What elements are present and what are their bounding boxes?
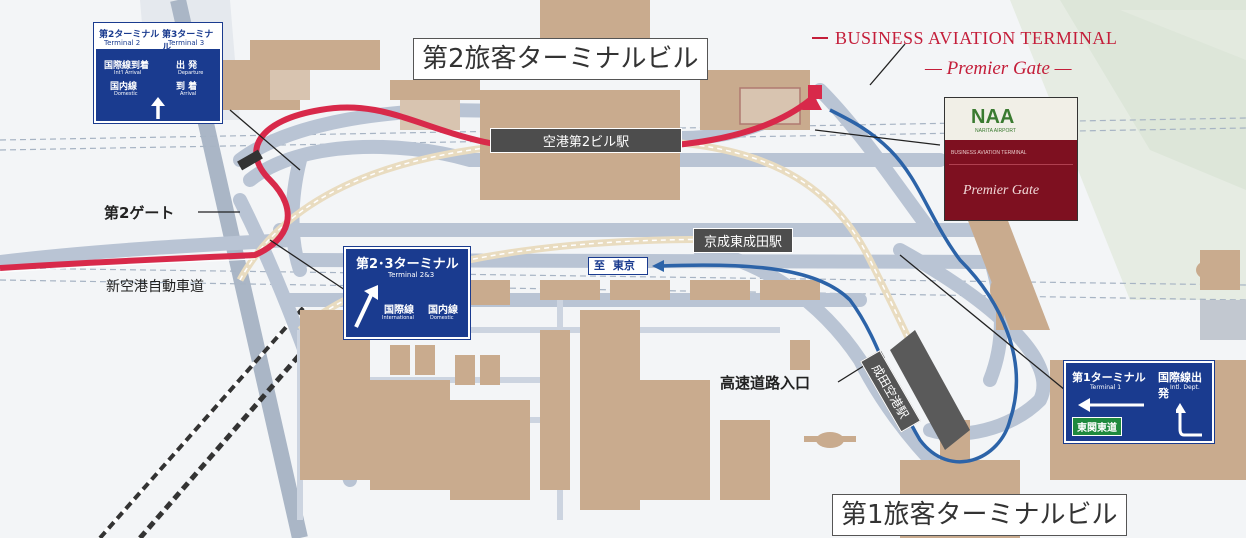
sign-t3-jp: 第3ターミナル (162, 30, 214, 53)
sign-t1: 第1ターミナル Terminal 1 国際線出発 Intl. Dept. 東関東… (1064, 361, 1214, 443)
t1-station-strip (890, 330, 970, 450)
sign-t1-intl-dept-en: Intl. Dept. (1170, 384, 1200, 391)
sign-tokyo-prefix: 至 (594, 259, 605, 272)
expressway-label: 新空港自動車道 (106, 279, 204, 295)
sign-intl-arrival-en: Int'l Arrival (114, 70, 142, 76)
arrow-left-icon (1078, 398, 1144, 412)
sign-t23-dom-jp: 国内線 (428, 305, 458, 316)
naa-logo: NAA (971, 106, 1015, 128)
arrow-curve-icon (1176, 403, 1202, 437)
sign-tokyo-dest: 東京 (612, 259, 635, 272)
terminal2-label: 第2旅客ターミナルビル (413, 38, 708, 80)
premier-gate-photo: NAA NARITA AIRPORT BUSINESS AVIATION TER… (944, 97, 1078, 221)
leader-lines (198, 43, 1066, 391)
sign-t23-intl-jp: 国際線 (384, 305, 414, 316)
sign-arrival-en: Arrival (180, 91, 197, 97)
sign-t2-jp: 第2ターミナル (99, 30, 160, 40)
sign-t1-intl-dept-jp: 国際線出発 (1158, 371, 1202, 400)
sign-t23-title-jp: 第2･3ターミナル (356, 257, 459, 272)
sign-t23-dom-en: Domestic (430, 315, 454, 321)
terminal1-label: 第1旅客ターミナルビル (832, 494, 1127, 536)
photo-script-text: Premier Gate (963, 183, 1040, 198)
sign-to-tokyo: 至 東京 (588, 257, 648, 275)
station-keisei-higashi-narita: 京成東成田駅 (693, 228, 794, 253)
sign-departure-en: Departure (178, 70, 204, 76)
sign-domestic-jp: 国内線 (110, 82, 138, 92)
arrow-up-icon (151, 97, 165, 119)
sign-t1-en: Terminal 1 (1090, 384, 1122, 391)
business-terminal-subtitle: — Premier Gate — (925, 58, 1072, 79)
business-terminal-title: BUSINESS AVIATION TERMINAL (835, 28, 1118, 48)
sign-t1-jp: 第1ターミナル (1072, 371, 1146, 384)
sign-t3-en: Terminal 3 (168, 39, 205, 47)
business-title-dash (812, 37, 828, 39)
route-badge-higashi-kanto: 東関東道 (1072, 417, 1122, 436)
sign-intl-arrival-jp: 国際線到着 (104, 61, 150, 71)
photo-band-text: BUSINESS AVIATION TERMINAL (951, 150, 1027, 156)
station-airport-t2: 空港第2ビル駅 (490, 128, 682, 153)
sign-departure-jp: 出 発 (176, 61, 198, 71)
sign-t23: 第2･3ターミナル Terminal 2&3 国際線 International… (344, 247, 470, 339)
route-blue (659, 108, 1019, 464)
naa-logo-sub: NARITA AIRPORT (975, 128, 1016, 134)
sign-t2-t3-direction: 第2ターミナル Terminal 2 第3ターミナル Terminal 3 国際… (94, 23, 222, 123)
sign-t23-title-en: Terminal 2&3 (388, 271, 435, 279)
gate2-label: 第2ゲート (104, 204, 175, 222)
sign-t23-intl-en: International (382, 315, 414, 321)
sign-domestic-en: Domestic (114, 91, 138, 97)
sign-arrival-jp: 到 着 (176, 82, 198, 92)
sign-t2-en: Terminal 2 (104, 39, 141, 47)
arrow-diagonal-icon (354, 285, 378, 328)
highway-entrance-label: 高速道路入口 (720, 374, 811, 392)
cargo-buildings (300, 280, 820, 510)
